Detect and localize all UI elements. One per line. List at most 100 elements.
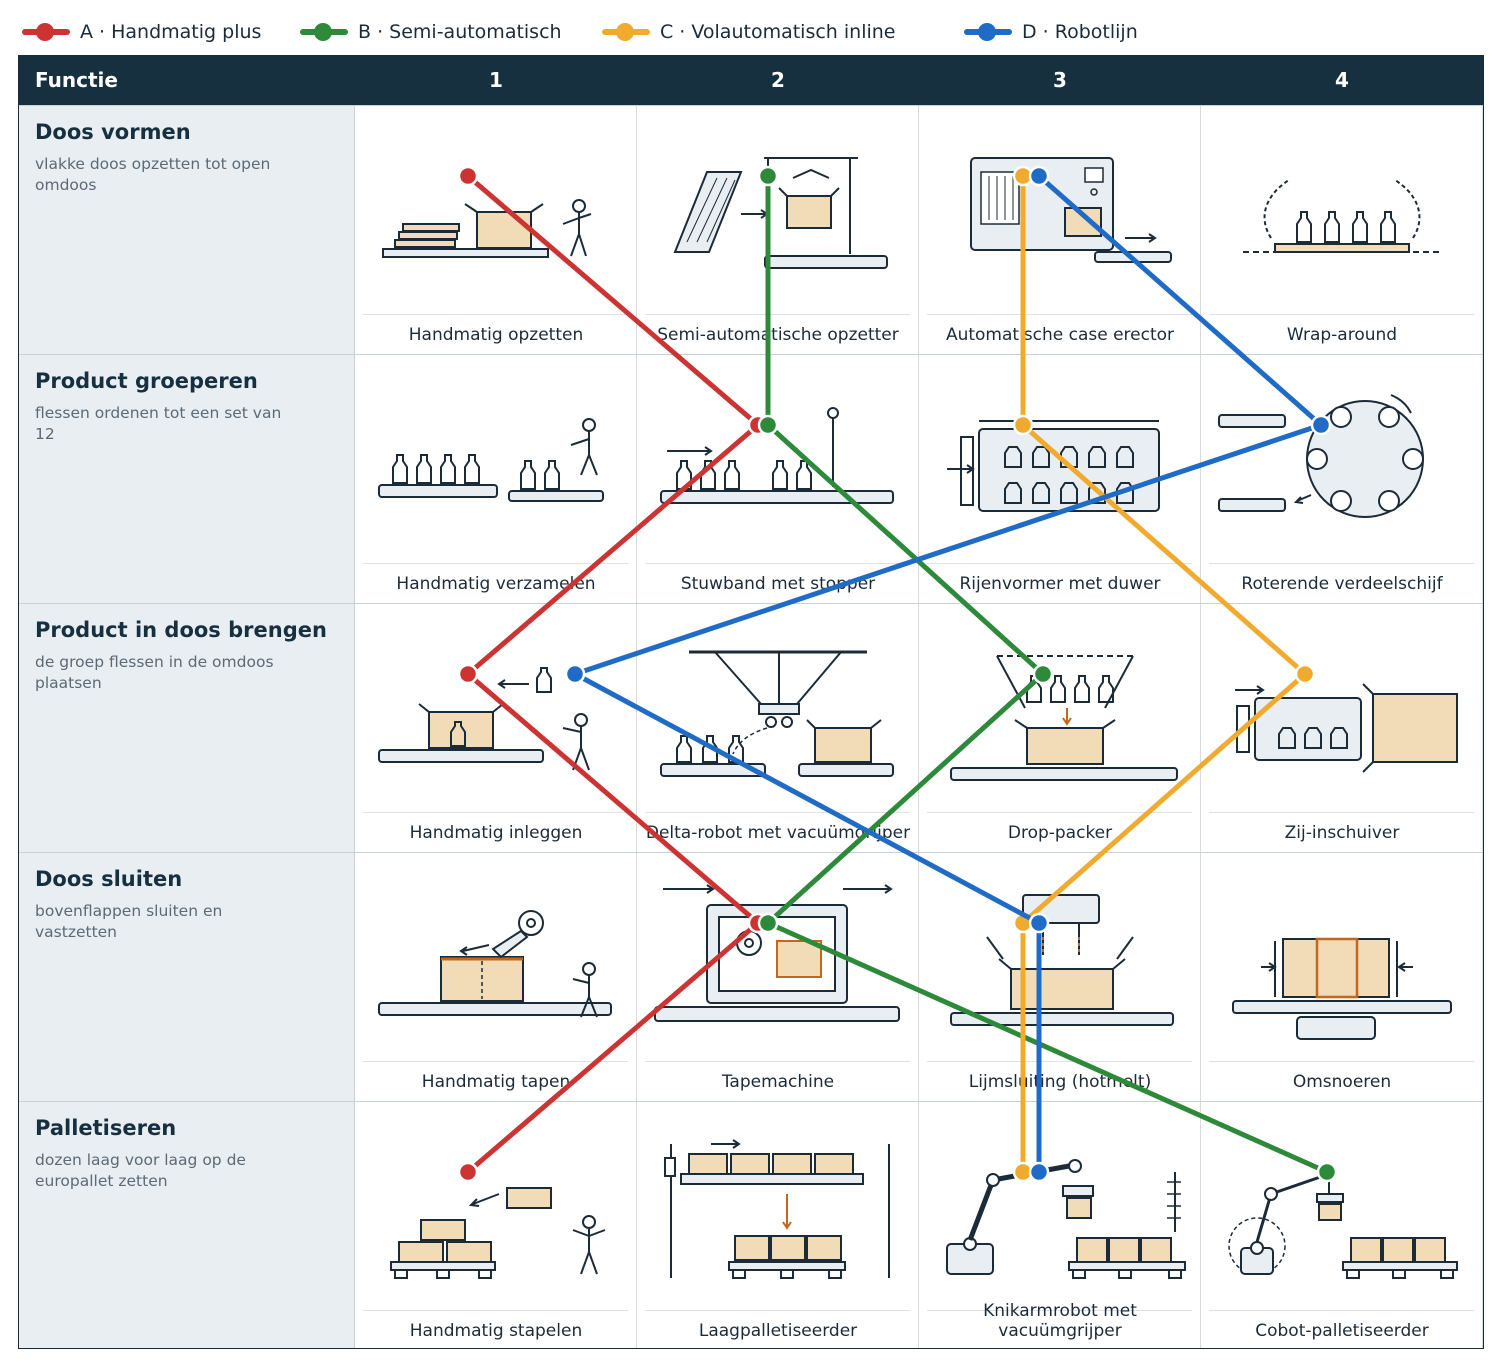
option-label: Semi-automatische opzetter <box>657 325 899 345</box>
matrix-row-doos-vormen: Doos vormen vlakke doos opzetten tot ope… <box>19 105 1483 355</box>
option-cell: Laagpalletiseerder <box>637 1102 919 1348</box>
option-cell: Zij-inschuiver <box>1201 604 1483 853</box>
divider <box>1209 314 1474 315</box>
option-label: Delta-robot met vacuümgrijper <box>645 823 911 843</box>
concept-paths-overlay <box>457 165 1338 1183</box>
option-cell: Knikarmrobot met vacuümgrijper <box>919 1102 1201 1348</box>
function-cell: Doos vormen vlakke doos opzetten tot ope… <box>19 106 355 355</box>
function-cell: Product in doos brengen de groep flessen… <box>19 604 355 853</box>
concept-node-d <box>1028 1161 1050 1183</box>
option-cell: Tapemachine <box>637 853 919 1102</box>
legend: A · Handmatig plus B · Semi-automatisch … <box>0 0 1500 52</box>
option-cell: Semi-automatische opzetter <box>637 106 919 355</box>
divider <box>645 812 910 813</box>
divider <box>927 1310 1192 1311</box>
option-cell: Handmatig opzetten <box>355 106 637 355</box>
matrix-row-product-groeperen: Product groeperen flessen ordenen tot ee… <box>19 354 1483 604</box>
divider <box>645 563 910 564</box>
legend-swatch-a <box>20 18 72 46</box>
divider <box>1209 1061 1474 1062</box>
matrix-row-product-in-doos: Product in doos brengen de groep flessen… <box>19 603 1483 853</box>
option-label: Wrap-around <box>1286 325 1398 345</box>
divider <box>927 314 1192 315</box>
manual-tape-icon <box>378 910 612 1018</box>
concept-node-d <box>1028 165 1050 187</box>
function-title: Doos sluiten <box>35 867 183 891</box>
option-cell: Roterende verdeelschijf <box>1201 355 1483 604</box>
concept-node-d <box>1028 912 1050 934</box>
side-loader-icon <box>1235 683 1458 773</box>
concept-node-b <box>1032 663 1054 685</box>
tape-machine-icon <box>654 884 900 1022</box>
header-col-2: 2 <box>771 68 785 92</box>
concept-node-a <box>457 663 479 685</box>
divider <box>363 563 628 564</box>
legend-label-d: D · Robotlijn <box>1022 21 1138 43</box>
function-cell: Doos sluiten bovenflappen sluiten en vas… <box>19 853 355 1102</box>
divider <box>645 314 910 315</box>
strapping-icon <box>1232 937 1452 1040</box>
legend-swatch-c <box>600 18 652 46</box>
option-cell: Handmatig inleggen <box>355 604 637 853</box>
divider <box>1209 1310 1474 1311</box>
legend-label-c: C · Volautomatisch inline <box>660 21 896 43</box>
concept-path-c <box>1020 176 1308 1172</box>
layer-palletizer-icon <box>664 1139 890 1279</box>
option-label: Lijmsluiting (hotmelt) <box>968 1072 1152 1092</box>
function-title: Product in doos brengen <box>35 618 327 642</box>
option-label: Rijenvormer met duwer <box>959 574 1161 594</box>
cobot-palletizer-icon <box>1228 1164 1458 1279</box>
manual-pack-icon <box>378 667 590 771</box>
option-cell: Cobot-palletiseerder <box>1201 1102 1483 1348</box>
legend-swatch-d <box>962 18 1014 46</box>
concept-path-d <box>572 174 1324 1172</box>
function-description: bovenflappen sluiten en vastzetten <box>35 902 223 941</box>
option-label: Cobot-palletiseerder <box>1255 1321 1429 1341</box>
option-label: Knikarmrobot met vacuümgrijper <box>983 1301 1137 1341</box>
function-description: vlakke doos opzetten tot open omdoos <box>35 155 271 194</box>
legend-dot <box>616 23 634 41</box>
wrap-around-icon <box>1243 179 1441 253</box>
articulated-robot-icon <box>946 1159 1186 1279</box>
divider <box>1209 812 1474 813</box>
divider <box>927 1061 1192 1062</box>
legend-item-d: D · Robotlijn <box>962 18 1138 46</box>
concept-node-b <box>757 912 779 934</box>
concept-node-b <box>757 165 779 187</box>
legend-dot <box>314 23 332 41</box>
legend-item-c: C · Volautomatisch inline <box>600 18 896 46</box>
divider <box>363 812 628 813</box>
function-title: Doos vormen <box>35 120 191 144</box>
concept-node-b <box>1316 1161 1338 1183</box>
concept-node-d <box>1310 414 1332 436</box>
concept-node-c <box>1294 663 1316 685</box>
manual-box-erect-icon <box>382 199 592 258</box>
function-cell: Product groeperen flessen ordenen tot ee… <box>19 355 355 604</box>
option-cell: Handmatig stapelen <box>355 1102 637 1348</box>
drop-packer-icon <box>950 655 1178 781</box>
morphological-matrix: Functie 1 2 3 4 Doos vormen vlakke doos … <box>18 55 1484 1349</box>
legend-label-b: B · Semi-automatisch <box>358 21 562 43</box>
divider <box>645 1061 910 1062</box>
option-cell: Handmatig verzamelen <box>355 355 637 604</box>
divider <box>927 563 1192 564</box>
legend-dot <box>36 23 54 41</box>
divider <box>927 812 1192 813</box>
option-cell: Handmatig tapen <box>355 853 637 1102</box>
function-title: Product groeperen <box>35 369 258 393</box>
option-label: Laagpalletiseerder <box>698 1321 858 1341</box>
concept-node-b <box>757 414 779 436</box>
legend-dot <box>978 23 996 41</box>
concept-path-a <box>465 174 761 1174</box>
divider <box>645 1310 910 1311</box>
option-label: Drop-packer <box>1007 823 1113 843</box>
concept-node-d <box>564 663 586 685</box>
manual-stacking-icon <box>390 1187 606 1279</box>
option-label: Handmatig tapen <box>421 1072 571 1092</box>
header-col-1: 1 <box>489 68 503 92</box>
option-label: Handmatig opzetten <box>408 325 584 345</box>
divider <box>363 1061 628 1062</box>
option-label: Zij-inschuiver <box>1284 823 1400 843</box>
option-cell: Rijenvormer met duwer <box>919 355 1201 604</box>
matrix-header: Functie 1 2 3 4 <box>19 56 1483 105</box>
